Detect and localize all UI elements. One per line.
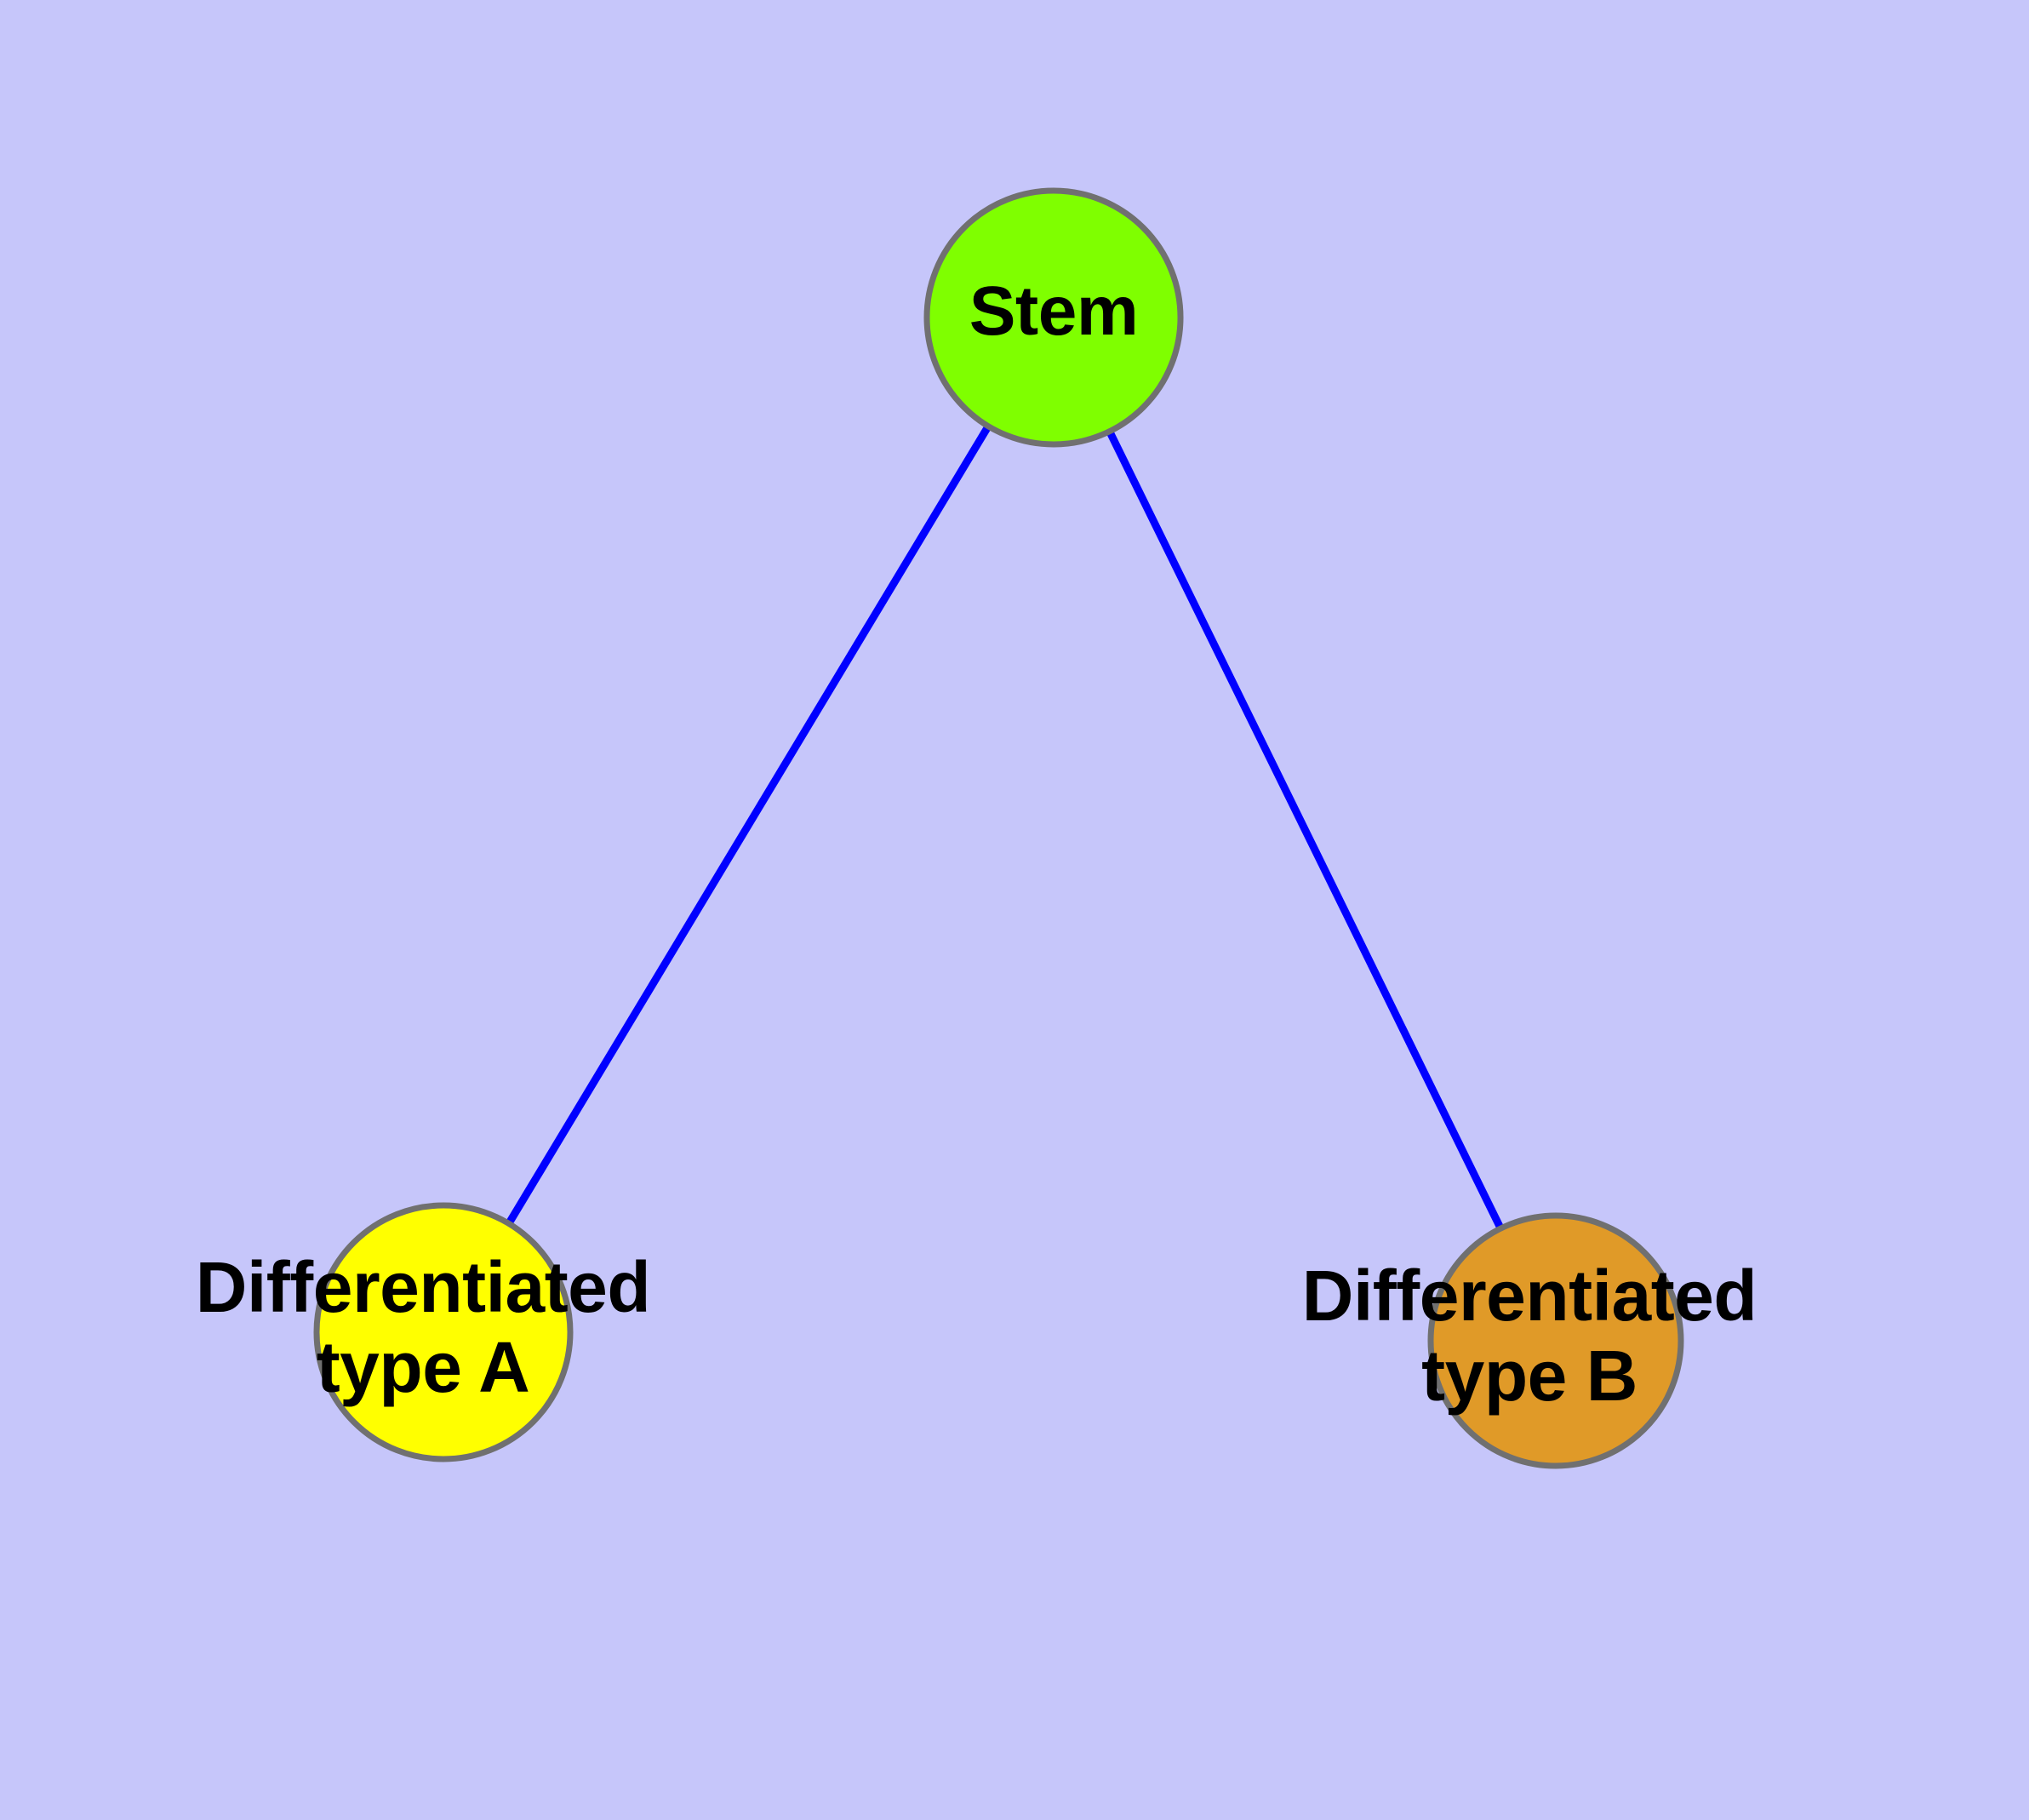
edge-layer (440, 315, 1560, 1342)
node-type-a[interactable] (313, 1202, 574, 1462)
node-stem[interactable] (923, 187, 1184, 448)
edge-stem-to-type-b (1049, 316, 1560, 1342)
node-type-b[interactable] (1427, 1212, 1684, 1469)
edge-stem-to-type-a (440, 315, 1057, 1335)
node-layer (313, 187, 1684, 1469)
